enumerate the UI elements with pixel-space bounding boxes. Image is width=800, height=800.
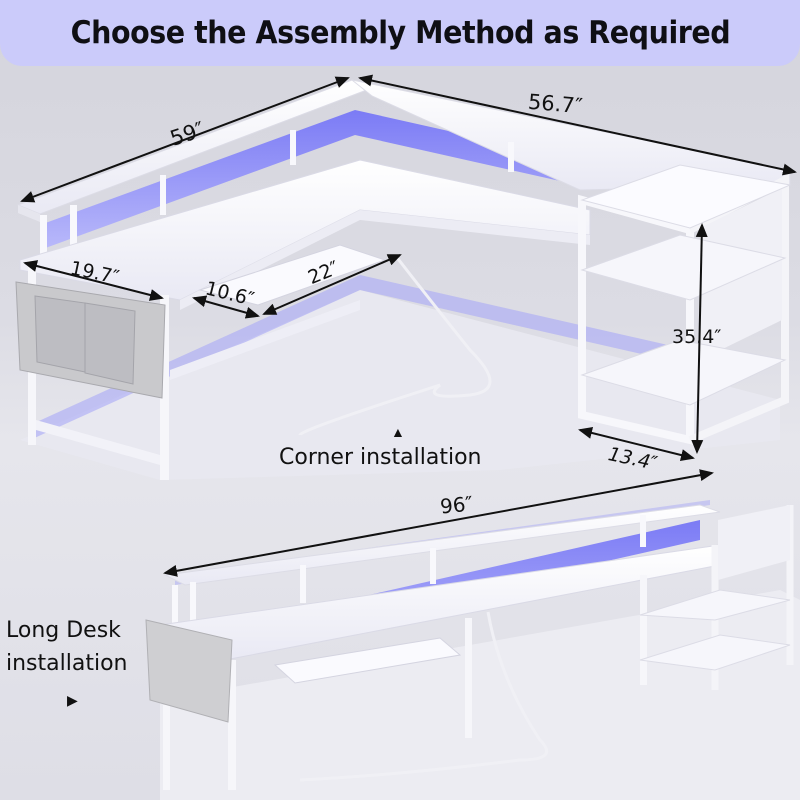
side-shelf-unit xyxy=(578,164,792,446)
dimension-line-13-4 xyxy=(578,427,695,461)
long-desk-label-line1: Long Desk xyxy=(6,618,121,643)
dimension-label-96: 96″ xyxy=(438,491,475,519)
title-banner: Choose the Assembly Method as Required xyxy=(0,0,800,66)
dimension-label-35-4: 35.4″ xyxy=(672,326,722,348)
corner-desk xyxy=(15,79,792,480)
long-desk xyxy=(145,500,800,800)
dimension-line-19-7 xyxy=(23,260,164,301)
page-title: Choose the Assembly Method as Required xyxy=(70,15,730,51)
storage-bag xyxy=(15,281,166,399)
dimension-line-35-4 xyxy=(691,223,708,454)
triangle-right-icon: ▶ xyxy=(67,692,78,708)
dimension-line-96 xyxy=(163,469,714,577)
dimension-line-22 xyxy=(262,254,402,315)
corner-installation-label: Corner installation xyxy=(279,445,482,470)
dimension-label-56-7: 56.7″ xyxy=(527,89,584,119)
dimension-line-56-7 xyxy=(358,74,797,176)
long-desk-label-line2: installation xyxy=(6,651,128,676)
dimension-line-10-6 xyxy=(192,295,260,319)
triangle-up-icon: ▲ xyxy=(391,424,405,440)
dimension-line-59 xyxy=(20,76,350,203)
